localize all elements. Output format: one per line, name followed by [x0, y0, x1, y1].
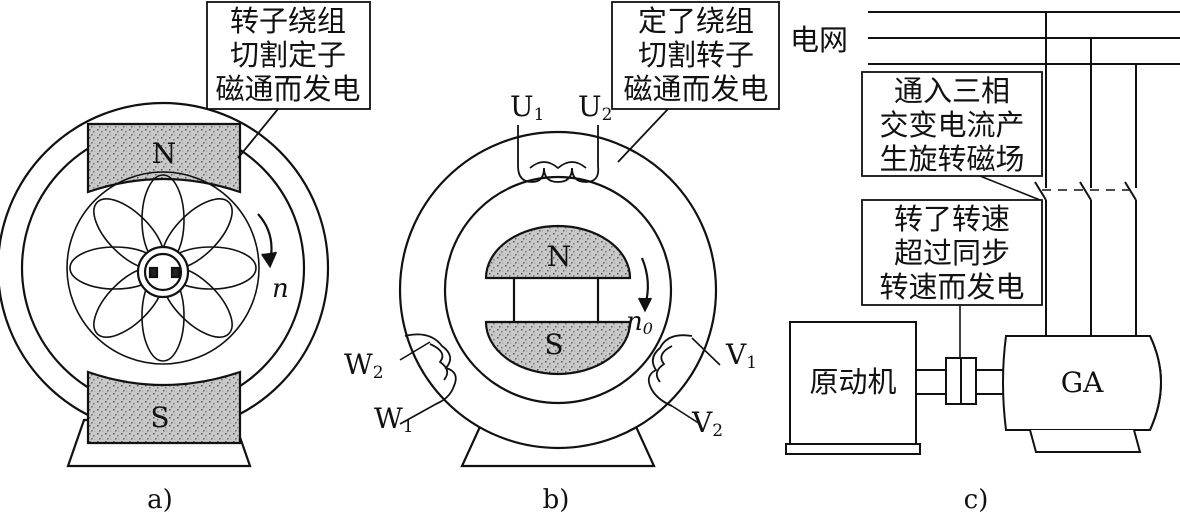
callout-box-b: [611, 1, 780, 110]
rotor-pole-s-b: [484, 320, 632, 376]
rotation-label-a: n: [272, 274, 289, 304]
panel-b: [398, 1, 780, 468]
callout-a-line-2: 切割定子: [230, 38, 346, 72]
pole-n-a: [86, 122, 242, 194]
winding-w: [404, 333, 457, 405]
caption-b: b): [543, 485, 570, 515]
rotation-label-b: n0: [626, 307, 653, 338]
panel-a-text: 转子绕组 切割定子 磁通而发电 N S n a): [147, 4, 360, 515]
terminal-w2: W2: [344, 348, 384, 383]
terminal-v1: V1: [725, 338, 757, 373]
callout-speed-line-3: 转速而发电: [879, 270, 1024, 304]
panel-b-text: 定了绕组 切割转子 磁通而发电 U1 U2 V1 V2 W2 W1 N S n0…: [344, 4, 769, 515]
panel-c: [785, 11, 1180, 455]
callout-a-line-1: 转子绕组: [230, 4, 346, 38]
callout-b-line-3: 磁通而发电: [623, 72, 768, 106]
caption-a: a): [147, 485, 173, 515]
prime-mover-label: 原动机: [809, 365, 896, 399]
callout-field-line-1: 通入三相: [894, 74, 1010, 108]
pole-n-label-a: N: [152, 137, 177, 170]
callout-box-a: [206, 1, 371, 110]
terminal-u1: U1: [510, 90, 544, 125]
callout-box-speed: [861, 199, 1043, 306]
pole-s-label-a: S: [150, 401, 169, 434]
rotor-pole-n-b: [484, 224, 632, 280]
grid-label: 电网: [790, 23, 848, 57]
panel-a: [0, 1, 371, 468]
prime-mover-box: [789, 321, 917, 445]
terminal-u2: U2: [578, 90, 612, 125]
rotor-pole-s-label-b: S: [544, 328, 563, 361]
callout-box-field: [861, 71, 1043, 177]
generator-label: GA: [1061, 366, 1104, 399]
callout-a-line-3: 磁通而发电: [215, 72, 360, 106]
caption-c: c): [964, 485, 989, 515]
prime-mover-foot: [785, 443, 921, 455]
winding-u: [517, 125, 600, 183]
generator-foot: [1029, 429, 1142, 453]
winding-v: [647, 334, 693, 407]
callout-field-line-3: 生旋转磁场: [879, 142, 1024, 176]
callout-field-line-2: 交变电流产: [879, 108, 1024, 142]
pole-s-a: [86, 370, 242, 445]
callout-b-line-2: 切割转子: [638, 38, 754, 72]
callout-speed-line-2: 超过同步: [894, 236, 1010, 270]
terminal-v2: V2: [691, 406, 723, 441]
callout-speed-line-1: 转了转速: [894, 202, 1010, 236]
rotor-pole-n-label-b: N: [547, 240, 572, 273]
callout-b-line-1: 定了绕组: [638, 4, 754, 38]
terminal-w1: W1: [374, 402, 414, 437]
panel-c-text: 电网 通入三相 交变电流产 生旋转磁场 转了转速 超过同步 转速而发电 原动机 …: [790, 23, 1104, 515]
